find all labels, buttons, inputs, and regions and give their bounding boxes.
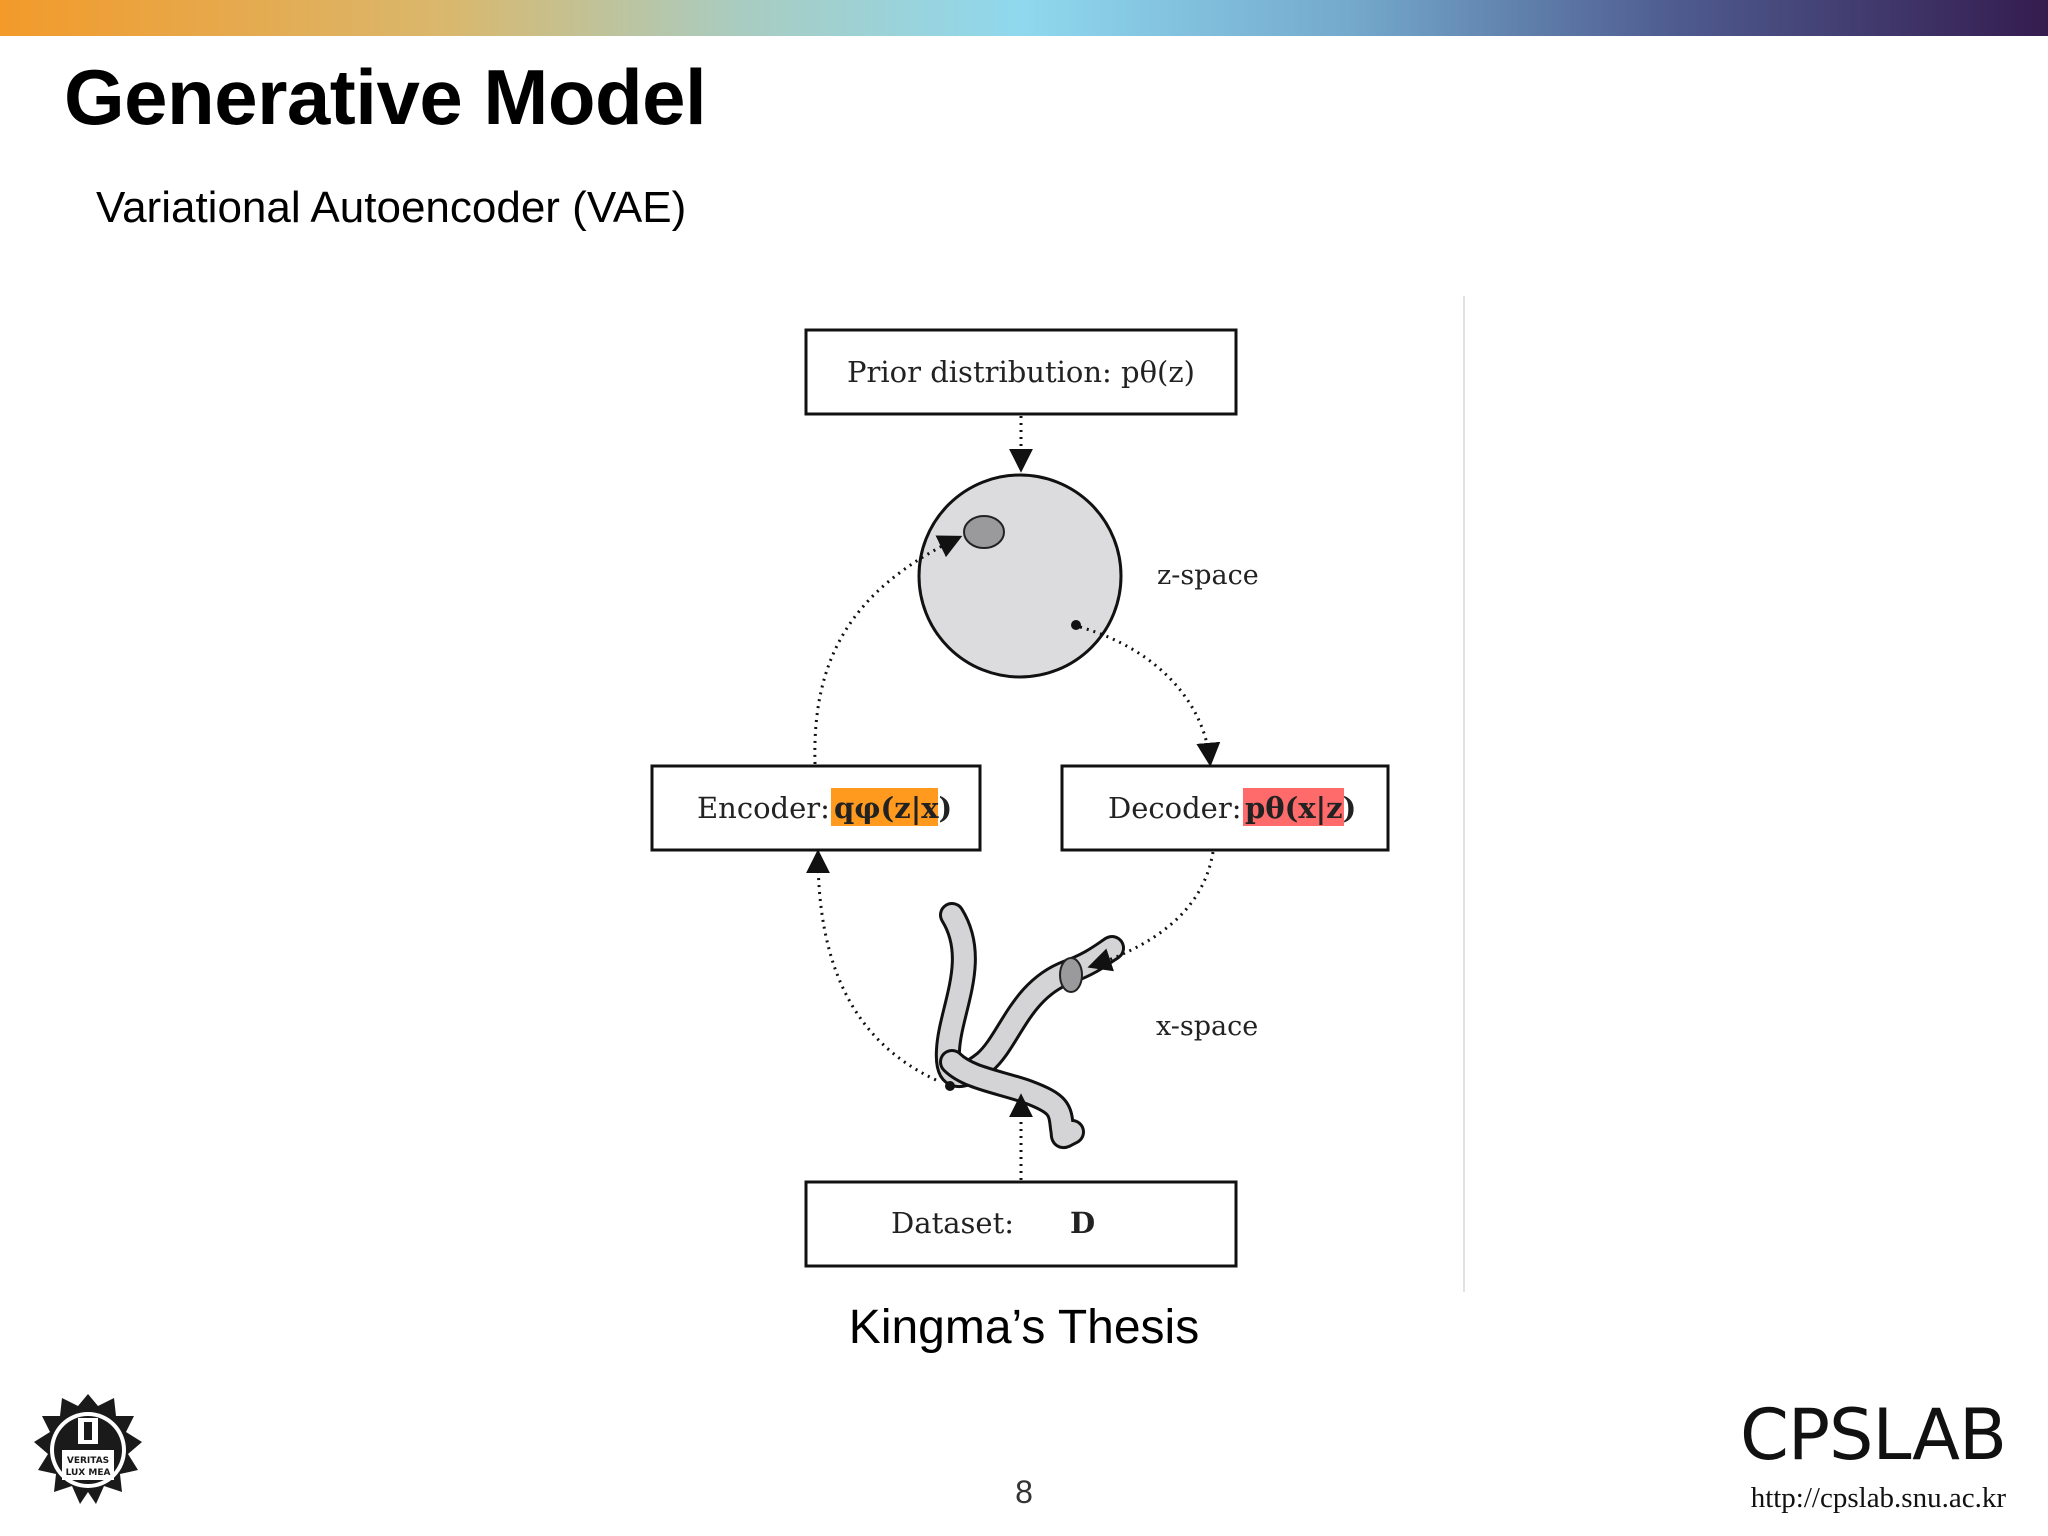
z-sample-point <box>1071 620 1081 630</box>
cpslab-url: http://cpslab.snu.ac.kr <box>1750 1482 2006 1514</box>
decoder-formula: pθ(x|z) <box>1245 791 1356 825</box>
reconstruction-region <box>1059 957 1083 993</box>
zspace-to-decoder-arrow <box>1079 625 1221 767</box>
dataset-label: Dataset: <box>891 1206 1014 1240</box>
x-space-label: x-space <box>1156 1011 1258 1042</box>
encoder-formula-highlight <box>831 788 938 826</box>
header-gradient-bar <box>0 0 2048 36</box>
decoder-box: Decoder: pθ(x|z) <box>1060 764 1390 852</box>
z-space-label: z-space <box>1157 560 1259 591</box>
posterior-region <box>963 515 1005 549</box>
seal-text-line2: LUX MEA <box>66 1468 111 1478</box>
encoder-formula: qφ(z|x) <box>834 791 952 825</box>
page-number: 8 <box>1015 1474 1033 1510</box>
dataset-box: Dataset: D <box>804 1180 1238 1268</box>
dataset-symbol: D <box>1070 1206 1095 1240</box>
z-space-sphere <box>917 473 1123 679</box>
x-data-point <box>945 1081 955 1091</box>
xspace-to-encoder-arrow <box>806 849 937 1082</box>
seal-text-line1: VERITAS <box>67 1456 109 1466</box>
decoder-label: Decoder: <box>1108 791 1241 825</box>
prior-distribution-label: Prior distribution: pθ(z) <box>847 355 1195 389</box>
decoder-formula-highlight <box>1243 788 1344 826</box>
cpslab-logo-text: CPSLAB <box>1739 1394 2007 1476</box>
decoder-to-xspace-arrow <box>1087 851 1215 972</box>
encoder-box: Encoder: qφ(z|x) <box>650 764 982 852</box>
page-title: Generative Model <box>64 53 707 141</box>
vertical-divider <box>1463 296 1465 1292</box>
figure-caption: Kingma’s Thesis <box>848 1301 1200 1354</box>
x-space-manifold <box>934 902 1125 1150</box>
cpslab-brand: CPSLAB http://cpslab.snu.ac.kr <box>1739 1394 2007 1515</box>
page-subtitle: Variational Autoencoder (VAE) <box>96 183 687 232</box>
encoder-label: Encoder: <box>697 791 830 825</box>
prior-distribution-box: Prior distribution: pθ(z) <box>804 328 1238 416</box>
university-seal-logo: VERITAS LUX MEA <box>34 1394 142 1504</box>
